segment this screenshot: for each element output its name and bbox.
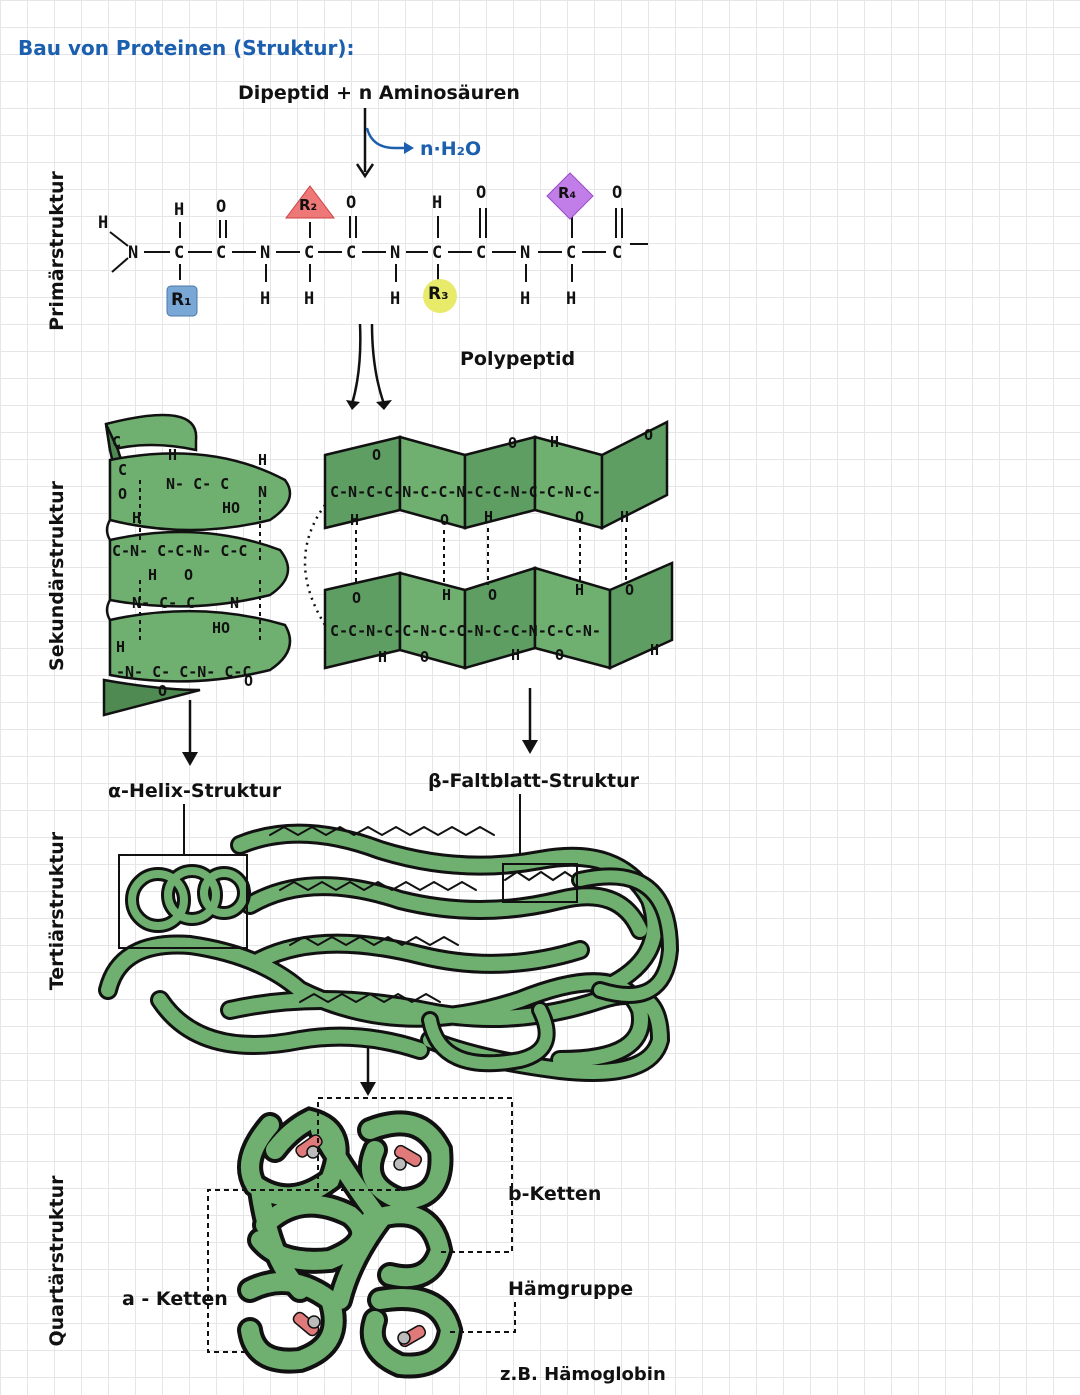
beta-sheet-label: β-Faltblatt-Struktur (428, 770, 640, 792)
svg-text:C-N- C-C-N- C-C: C-N- C-C-N- C-C (112, 542, 247, 560)
heme-label: Hämgruppe (508, 1278, 634, 1300)
svg-text:O: O (244, 672, 253, 690)
svg-text:C: C (432, 243, 442, 263)
svg-text:N: N (260, 243, 270, 263)
svg-text:H: H (511, 646, 520, 664)
svg-text:O: O (118, 485, 127, 503)
svg-text:C-N-C-C-N-C-C-N-C-C-N-C-C-N-C-: C-N-C-C-N-C-C-N-C-C-N-C-C-N-C- (330, 483, 601, 501)
svg-text:N: N (258, 483, 267, 501)
example-label: z.B. Hämoglobin (500, 1364, 666, 1385)
svg-text:H: H (650, 641, 659, 659)
svg-text:C: C (304, 243, 314, 263)
svg-text:H: H (148, 566, 157, 584)
svg-text:C: C (346, 243, 356, 263)
svg-text:H: H (258, 451, 267, 469)
svg-text:H: H (174, 200, 184, 220)
beta-chains-label: b-Ketten (508, 1183, 602, 1205)
svg-text:O: O (440, 511, 449, 529)
reaction-reactants: Dipeptid + n Aminosäuren (238, 82, 520, 104)
svg-text:N: N (128, 243, 138, 263)
svg-text:O: O (372, 446, 381, 464)
residue-r3: R₃ (428, 284, 449, 304)
svg-text:O: O (644, 426, 653, 444)
svg-text:H: H (566, 289, 576, 309)
svg-text:N: N (230, 594, 239, 612)
svg-text:HO: HO (212, 619, 230, 637)
svg-text:O: O (352, 589, 361, 607)
svg-text:H: H (390, 289, 400, 309)
svg-text:H: H (116, 638, 125, 656)
residue-r1: R₁ (171, 290, 192, 310)
svg-text:O: O (216, 197, 226, 217)
svg-text:C: C (476, 243, 486, 263)
svg-text:C: C (216, 243, 226, 263)
svg-text:O: O (555, 646, 564, 664)
svg-text:H: H (550, 433, 559, 451)
svg-text:H: H (378, 648, 387, 666)
svg-text:C: C (112, 433, 121, 451)
polypeptide-label: Polypeptid (460, 348, 576, 370)
svg-text:C: C (566, 243, 576, 263)
svg-text:H: H (350, 511, 359, 529)
svg-text:O: O (346, 193, 356, 213)
svg-text:N- C- C: N- C- C (166, 475, 229, 493)
svg-text:H: H (304, 289, 314, 309)
svg-text:O: O (612, 183, 622, 203)
svg-text:H: H (520, 289, 530, 309)
svg-text:HO: HO (222, 499, 240, 517)
svg-text:N- C- C: N- C- C (132, 594, 195, 612)
reaction-byproduct: n·H₂O (420, 138, 482, 160)
svg-text:H: H (98, 213, 108, 233)
svg-text:C: C (174, 243, 184, 263)
svg-text:H: H (442, 586, 451, 604)
svg-text:H: H (168, 446, 177, 464)
residue-r2: R₂ (299, 196, 318, 214)
svg-text:O: O (476, 183, 486, 203)
svg-text:C: C (118, 461, 127, 479)
svg-text:H: H (575, 581, 584, 599)
svg-text:O: O (184, 566, 193, 584)
svg-text:O: O (488, 586, 497, 604)
svg-text:C-C-N-C-C-N-C-C-N-C-C-N-C-C-N-: C-C-N-C-C-N-C-C-N-C-C-N-C-C-N- (330, 622, 601, 640)
svg-text:N: N (390, 243, 400, 263)
svg-text:H: H (260, 289, 270, 309)
svg-text:O: O (508, 434, 517, 452)
alpha-helix-label: α-Helix-Struktur (108, 780, 282, 802)
svg-text:O: O (420, 648, 429, 666)
svg-text:C: C (612, 243, 622, 263)
alpha-chains-label: a - Ketten (122, 1288, 228, 1310)
svg-text:N: N (520, 243, 530, 263)
svg-text:O: O (575, 508, 584, 526)
svg-text:H: H (484, 508, 493, 526)
svg-text:H: H (132, 509, 141, 527)
residue-r4: R₄ (558, 184, 577, 202)
svg-text:H: H (432, 193, 442, 213)
svg-text:H: H (620, 508, 629, 526)
svg-text:-N- C- C-N- C-C: -N- C- C-N- C-C (116, 663, 251, 681)
svg-text:O: O (625, 581, 634, 599)
page-title: Bau von Proteinen (Struktur): (18, 36, 355, 60)
svg-text:O: O (158, 682, 167, 700)
